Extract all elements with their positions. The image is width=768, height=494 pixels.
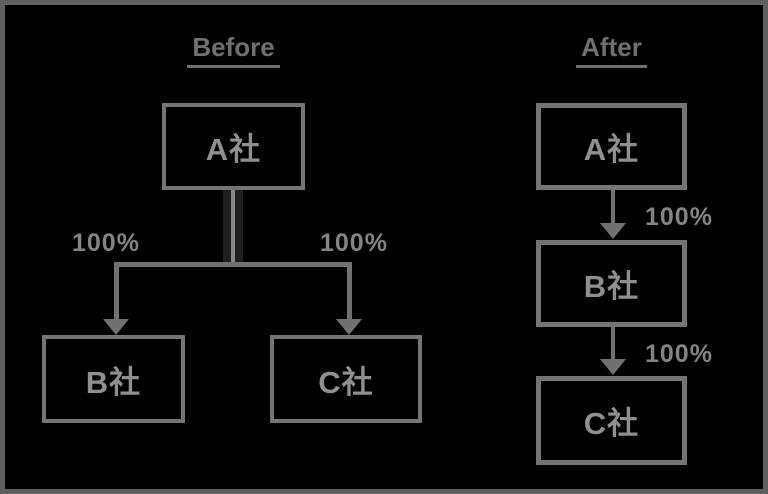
after-connector-a-b	[611, 190, 615, 225]
arrow-down-icon	[600, 223, 626, 239]
before-node-b: B社	[42, 335, 185, 423]
after-edge-label-a-b: 100%	[645, 203, 713, 231]
after-node-b-label: B社	[583, 269, 640, 304]
before-connector-drop-right	[347, 262, 352, 321]
before-node-a: A社	[162, 103, 305, 190]
before-node-b-label: B社	[85, 364, 142, 400]
before-node-a-label: A社	[205, 132, 262, 167]
arrow-down-icon	[336, 319, 362, 335]
before-panel-title: Before	[162, 32, 305, 68]
arrow-down-icon	[600, 359, 626, 375]
after-node-a: A社	[536, 103, 687, 190]
after-node-b: B社	[536, 240, 687, 327]
after-edge-label-b-c: 100%	[645, 340, 713, 368]
before-connector-drop-left	[114, 262, 119, 321]
arrow-down-icon	[103, 319, 129, 335]
after-node-c-label: C社	[583, 406, 640, 441]
before-node-c-label: C社	[318, 364, 374, 400]
after-node-a-label: A社	[583, 132, 640, 167]
before-edge-label-right: 100%	[320, 229, 388, 257]
after-node-c: C社	[536, 376, 687, 465]
after-connector-b-c	[611, 327, 615, 361]
before-node-c: C社	[270, 335, 422, 423]
after-panel-title: After	[536, 32, 687, 68]
before-edge-label-left: 100%	[72, 229, 140, 257]
before-connector-horizontal	[114, 262, 352, 267]
after-title-text: After	[576, 32, 647, 68]
before-connector-stem	[231, 190, 235, 264]
before-title-text: Before	[187, 32, 280, 68]
